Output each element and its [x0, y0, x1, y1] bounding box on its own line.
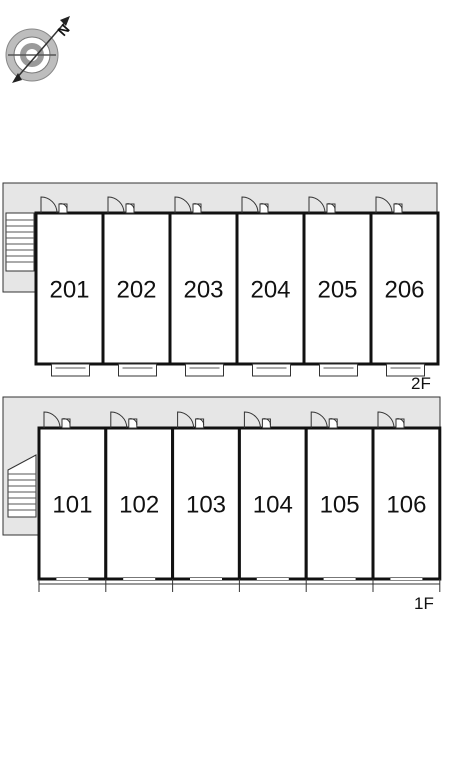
- unit-201[interactable]: 201: [34, 196, 105, 377]
- unit-number: 104: [253, 492, 293, 519]
- unit-202[interactable]: 202: [101, 196, 172, 377]
- compass-icon: N: [5, 16, 73, 83]
- door-icon: [174, 196, 202, 214]
- unit-106[interactable]: 106: [371, 411, 442, 581]
- unit-number: 102: [119, 492, 159, 519]
- window-icon: [252, 363, 291, 377]
- unit-number: 205: [317, 277, 357, 304]
- window-icon: [386, 363, 425, 377]
- window-icon: [56, 577, 89, 580]
- door-icon: [43, 411, 71, 429]
- door-icon: [40, 196, 68, 214]
- window-icon: [190, 577, 222, 580]
- unit-number: 203: [183, 277, 223, 304]
- door-icon: [107, 196, 135, 214]
- unit-number: 101: [52, 492, 92, 519]
- unit-103[interactable]: 103: [171, 411, 241, 581]
- unit-102[interactable]: 102: [104, 411, 175, 581]
- unit-number: 106: [386, 492, 426, 519]
- stairs-1f: [7, 454, 37, 518]
- window-icon: [123, 577, 156, 580]
- unit-number: 202: [116, 277, 156, 304]
- floor-1f: 101 102 103 104 105 106 1F: [2, 396, 442, 613]
- unit-105[interactable]: 105: [304, 411, 375, 581]
- door-icon: [110, 411, 138, 429]
- window-icon: [185, 363, 224, 377]
- unit-205[interactable]: 205: [302, 196, 373, 377]
- unit-number: 204: [250, 277, 290, 304]
- unit-101[interactable]: 101: [37, 411, 108, 581]
- door-icon: [310, 411, 338, 429]
- unit-203[interactable]: 203: [168, 196, 239, 377]
- unit-number: 206: [384, 277, 424, 304]
- unit-206[interactable]: 206: [369, 196, 440, 377]
- unit-number: 105: [320, 492, 360, 519]
- floor-label-2f: 2F: [411, 374, 431, 393]
- window-icon: [256, 577, 289, 580]
- unit-104[interactable]: 104: [237, 411, 308, 581]
- door-icon: [377, 411, 405, 429]
- door-icon: [241, 196, 269, 214]
- door-icon: [243, 411, 271, 429]
- window-icon: [390, 577, 423, 580]
- unit-number: 103: [186, 492, 226, 519]
- door-icon: [308, 196, 336, 214]
- unit-204[interactable]: 204: [235, 196, 306, 377]
- north-label: N: [54, 21, 73, 39]
- window-icon: [51, 363, 90, 377]
- door-icon: [177, 411, 205, 429]
- floor-label-1f: 1F: [414, 594, 434, 613]
- window-icon: [323, 577, 356, 580]
- floor-2f: 201 202 203 204 205 206 2F: [2, 182, 440, 393]
- window-icon: [319, 363, 358, 377]
- unit-number: 201: [49, 277, 89, 304]
- stairs-2f: [5, 212, 35, 272]
- window-icon: [118, 363, 157, 377]
- door-icon: [375, 196, 403, 214]
